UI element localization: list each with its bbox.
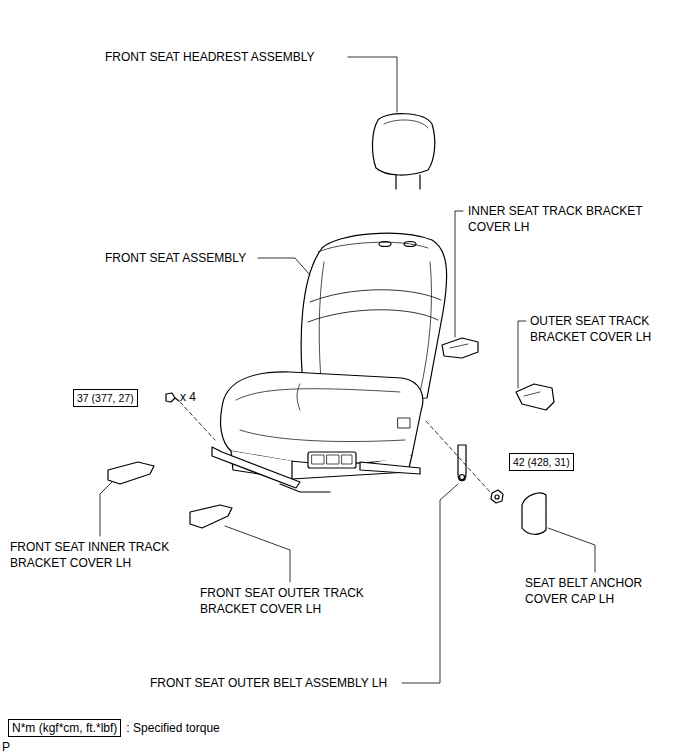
assembly-lines bbox=[180, 402, 490, 492]
part-name: INNER SEAT TRACK BRACKET COVER LH bbox=[468, 203, 668, 235]
legend-entry: : Specified torque bbox=[126, 720, 219, 736]
headrest-drawing bbox=[372, 114, 434, 189]
quantity-note: x 4 bbox=[180, 389, 196, 405]
legend-torque-box: N*m (kgf*cm, ft.*lbf) bbox=[8, 719, 121, 737]
part-name: FRONT SEAT OUTER TRACK BRACKET COVER LH bbox=[200, 585, 390, 617]
part-name: FRONT SEAT ASSEMBLY bbox=[105, 250, 246, 266]
leader-lines bbox=[100, 57, 595, 683]
torque-box: 37 (377, 27) bbox=[73, 389, 138, 407]
part-name: FRONT SEAT INNER TRACK BRACKET COVER LH bbox=[10, 539, 200, 571]
legend-text: : Specified torque bbox=[126, 721, 219, 735]
torque-box: 42 (428, 31) bbox=[509, 453, 574, 471]
seat-drawing bbox=[212, 233, 447, 492]
parts-drawing bbox=[108, 338, 554, 534]
page-mark: P bbox=[2, 739, 10, 755]
part-name: SEAT BELT ANCHOR COVER CAP LH bbox=[525, 575, 665, 607]
torque-value: 42 (428, 31) bbox=[513, 456, 570, 468]
part-name: FRONT SEAT OUTER BELT ASSEMBLY LH bbox=[150, 675, 387, 691]
part-name: FRONT SEAT HEADREST ASSEMBLY bbox=[105, 49, 315, 65]
part-name: OUTER SEAT TRACK BRACKET COVER LH bbox=[530, 313, 680, 345]
torque-value: N*m (kgf*cm, ft.*lbf) bbox=[12, 721, 117, 735]
torque-value: 37 (377, 27) bbox=[77, 392, 134, 404]
